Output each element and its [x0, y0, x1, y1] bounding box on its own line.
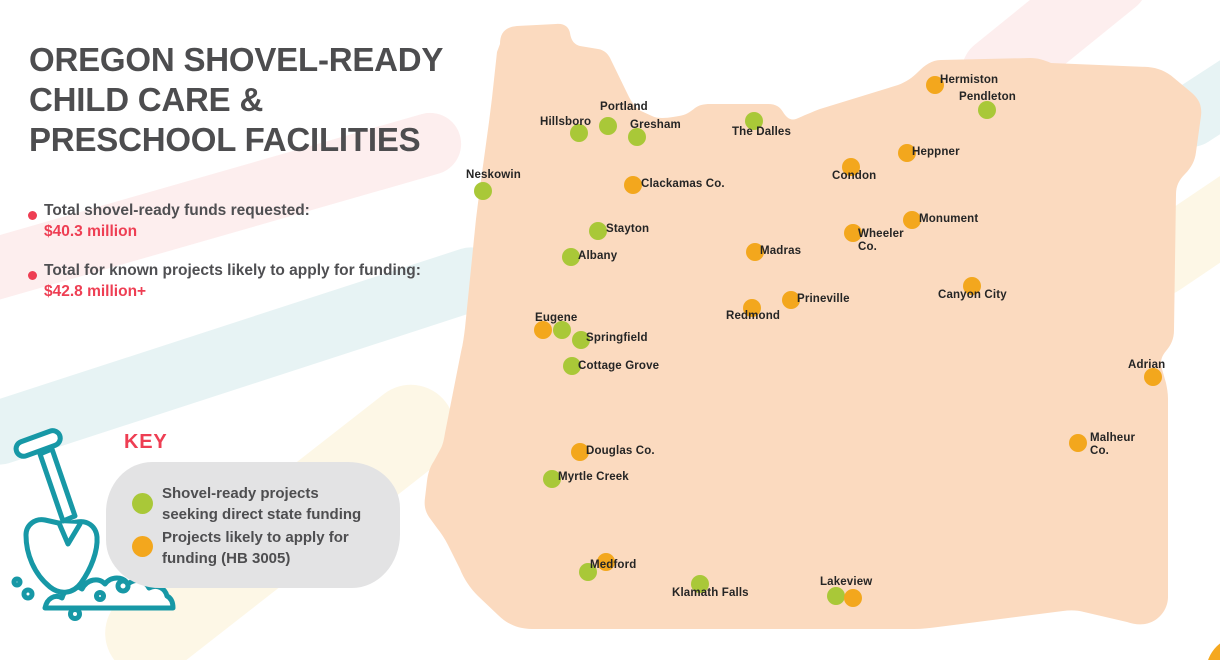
dirt-mound	[42, 575, 176, 611]
pebble	[115, 578, 131, 594]
page-title-line-3: PRESCHOOL FACILITIES	[29, 121, 421, 158]
pebble	[11, 576, 23, 588]
shovel-blade	[23, 517, 100, 595]
legend-label-orange: Projects likely to apply for funding (HB…	[162, 529, 349, 567]
pebble	[68, 607, 82, 621]
pebble	[94, 590, 106, 602]
stat-bullet-icon	[28, 211, 37, 220]
key-box: Shovel-ready projects seeking direct sta…	[106, 462, 400, 588]
legend-label-green: Shovel-ready projects seeking direct sta…	[162, 485, 362, 523]
pebble	[21, 587, 35, 601]
stat-item-likely-to-apply: Total for known projects likely to apply…	[44, 260, 474, 302]
legend-dot-orange-icon	[132, 536, 153, 557]
legend-dot-green-icon	[132, 493, 153, 514]
stat-label: Total for known projects likely to apply…	[44, 262, 421, 279]
stat-value: $42.8 million+	[44, 283, 147, 300]
oregon-map-shape	[424, 23, 1202, 629]
page-title: OREGON SHOVEL-READY CHILD CARE & PRESCHO…	[29, 40, 479, 160]
stat-item-requested: Total shovel-ready funds requested: $40.…	[44, 200, 474, 242]
stat-value: $40.3 million	[44, 223, 138, 240]
shovel-shaft	[37, 446, 78, 524]
key-heading: KEY	[124, 431, 168, 453]
stat-label: Total shovel-ready funds requested:	[44, 202, 310, 219]
shovel-grip	[13, 428, 63, 459]
shovel-icon	[11, 428, 176, 621]
stat-bullet-icon	[28, 271, 37, 280]
page-title-line-2: CHILD CARE &	[29, 81, 264, 118]
shovel-blade-notch	[56, 520, 83, 547]
page-title-line-1: OREGON SHOVEL-READY	[29, 41, 444, 78]
